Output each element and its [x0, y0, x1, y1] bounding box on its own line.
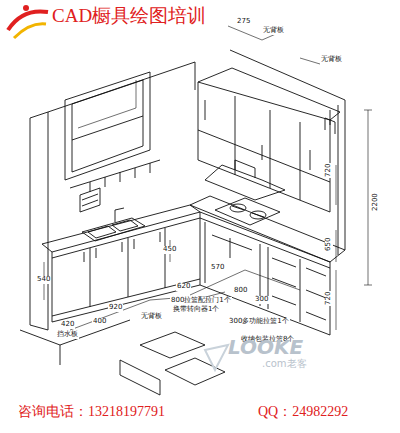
logo-dot: [23, 5, 29, 11]
note: 挡水板: [56, 331, 79, 339]
dimension: 800: [233, 287, 248, 295]
logo-swoosh: [14, 24, 46, 38]
dimension: 720: [325, 163, 333, 178]
dimension: 620: [176, 283, 191, 291]
note: 无背板: [262, 27, 285, 35]
contact-phone: 咨询电话：13218197791: [18, 404, 165, 419]
note: 无背板: [140, 313, 163, 321]
fitting: [325, 118, 335, 134]
floor-plate: [120, 332, 225, 395]
note: 无背板: [320, 56, 343, 64]
wall-cabinet: [198, 68, 340, 212]
dimension: 920: [108, 304, 123, 312]
left-countertop: [42, 205, 200, 258]
contact-qq: QQ：24982292: [258, 404, 348, 419]
watermark-logo: [205, 345, 228, 370]
dimension-line: [44, 26, 372, 330]
title: CAD橱具绘图培训: [52, 6, 206, 27]
right-base-cabinet: [200, 222, 330, 335]
watermark: .com老客: [262, 358, 307, 369]
dimension: 420: [60, 321, 75, 329]
stove: [215, 198, 280, 225]
note: 换带转向器1个: [172, 306, 220, 314]
dimension: 275: [236, 18, 251, 26]
dimension: 450: [162, 246, 177, 254]
dimension: 650: [325, 237, 333, 252]
dimension: 2200: [372, 192, 380, 212]
right-countertop: [190, 196, 345, 268]
dimension: 720: [325, 291, 333, 306]
dimension: 400: [92, 318, 107, 326]
dimension: 540: [36, 276, 51, 284]
note: 800拉篮配拉门1个: [170, 297, 232, 305]
utensil-rail: [70, 160, 160, 212]
wall: [20, 50, 345, 365]
dimension: 300: [254, 296, 269, 304]
dimension: 570: [210, 264, 225, 272]
range-hood: [205, 160, 285, 200]
note: 300多功能拉篮1个: [228, 318, 290, 326]
watermark: LOOKE: [228, 336, 303, 358]
sink: [82, 208, 145, 241]
window: [65, 72, 150, 180]
